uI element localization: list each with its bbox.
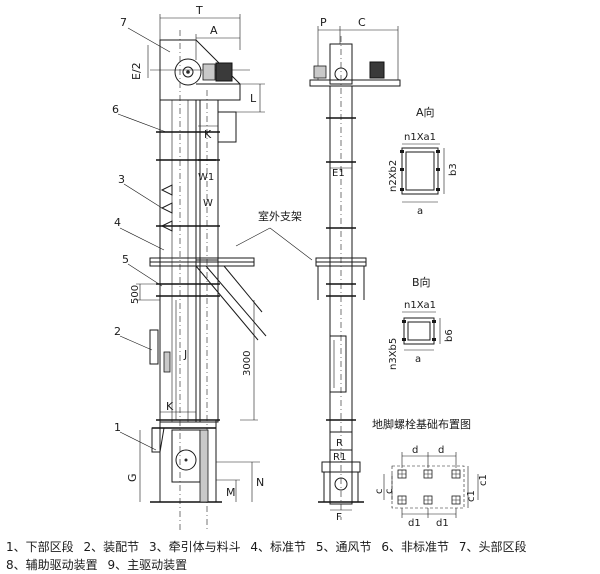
dim-T: T [195, 4, 203, 17]
view-a-right: b3 [448, 163, 459, 176]
foundation-d-left: d [412, 445, 418, 456]
dim-E2: E/2 [130, 62, 143, 80]
buckets [160, 184, 173, 232]
dim-E1: E1 [332, 168, 345, 179]
dim-L: L [250, 92, 257, 105]
dim-F: F [336, 512, 342, 523]
outdoor-support-label: 室外支架 [258, 209, 302, 223]
view-b-title: B向 [412, 275, 431, 289]
foundation-d-right: d [438, 445, 444, 456]
dim-W: W [203, 198, 213, 209]
front-view: T A E/2 L K [112, 4, 313, 530]
part-label-6: 6 [112, 103, 119, 116]
dim-500: 500 [130, 285, 141, 304]
side-view: P C E1 R R1 [309, 16, 401, 523]
dim-W1: W1 [198, 172, 214, 183]
side-flanges [326, 117, 356, 421]
view-b-left: n3Xb5 [388, 338, 399, 370]
view-a-frame [401, 147, 439, 195]
view-b-bottom: a [415, 354, 421, 365]
dim-P: P [320, 16, 327, 29]
foundation-c1-outer: c1 [478, 474, 489, 486]
part-label-4: 4 [114, 216, 121, 229]
view-a-title: A向 [416, 105, 435, 119]
foundation-d1-left: d1 [408, 518, 421, 529]
foundation-plan: 地脚螺栓基础布置图 d d c c c1 c1 [372, 417, 489, 529]
side-casing [329, 85, 353, 505]
dim-N: N [256, 476, 264, 489]
legend-item: 3、牵引体与料斗 [148, 540, 241, 554]
foundation-c1-inner: c1 [466, 490, 477, 502]
view-a-bottom: a [417, 206, 423, 217]
part-label-2: 2 [114, 325, 121, 338]
part-label-5: 5 [122, 253, 129, 266]
boot-pulley [175, 449, 197, 471]
auxiliary-drive [202, 63, 216, 81]
legend-item: 4、标准节 [250, 540, 307, 554]
legend-item: 5、通风节 [315, 540, 372, 554]
part-label-1: 1 [114, 421, 121, 434]
view-b-top: n1Xa1 [404, 300, 436, 311]
main-drive-motor [215, 62, 233, 82]
legend-item: 6、非标准节 [381, 540, 449, 554]
dim-K-bottom: K [166, 400, 174, 413]
legend-item: 1、下部区段 [6, 540, 74, 554]
view-a-top: n1Xa1 [404, 132, 436, 143]
legend-item: 7、头部区段 [458, 540, 527, 554]
view-b: B向 n1Xa1 n3Xb5 b6 a [388, 275, 455, 370]
dim-R: R [336, 438, 343, 449]
dim-3000: 3000 [242, 351, 253, 376]
anchor-bolts [397, 469, 461, 505]
foundation-title: 地脚螺栓基础布置图 [372, 417, 471, 431]
foundation-d1-right: d1 [436, 518, 449, 529]
head-section [159, 39, 241, 101]
legend-item: 9、主驱动装置 [107, 558, 188, 572]
part-label-3: 3 [118, 173, 125, 186]
view-b-right: b6 [444, 329, 455, 342]
foundation-c-outer: c [374, 489, 385, 495]
dim-R1: R1 [333, 452, 346, 463]
legend-item: 8、辅助驱动装置 [6, 558, 98, 572]
legend-item: 2、装配节 [83, 540, 140, 554]
dim-C: C [358, 16, 366, 29]
foundation-c-inner: c [384, 489, 395, 495]
dim-G: G [126, 473, 139, 482]
part-label-7: 7 [120, 16, 127, 29]
head-pulley [174, 58, 202, 86]
view-a-left: n2Xb2 [388, 160, 399, 192]
dim-J: J [183, 348, 187, 361]
dim-K-top: K [204, 128, 212, 141]
view-a: A向 n1Xa1 n2Xb2 b3 a [388, 105, 459, 217]
dim-A: A [210, 24, 218, 37]
parts-legend: 1、下部区段 2、装配节 3、牵引体与料斗 4、标准节 5、通风节 6、非标准节… [6, 538, 596, 574]
view-b-frame [403, 317, 435, 345]
dim-M: M [226, 486, 236, 499]
